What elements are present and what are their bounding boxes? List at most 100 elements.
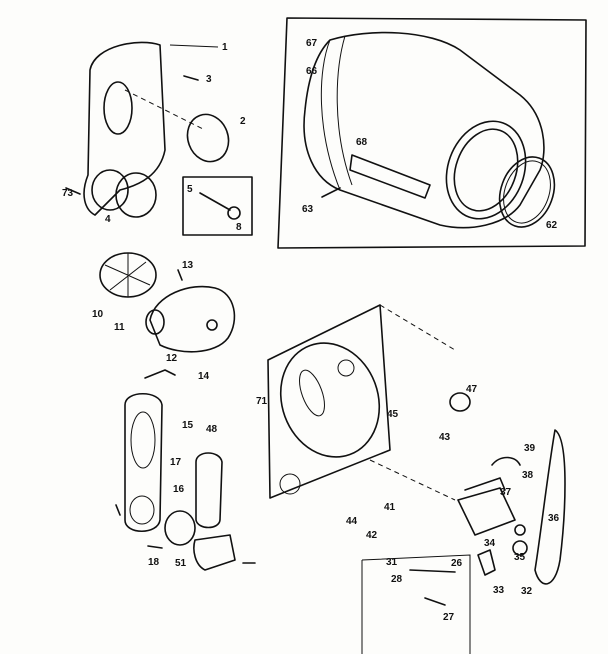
nut-icon	[227, 206, 241, 220]
idler-spring	[491, 456, 521, 466]
rear-panel-hole	[279, 473, 301, 495]
bearing-ring	[449, 392, 471, 412]
leader-line	[169, 44, 219, 48]
screw-icon	[321, 187, 341, 198]
screw-icon	[177, 269, 183, 281]
leader-line	[379, 304, 456, 351]
part-callout-8: 8	[236, 222, 242, 233]
part-callout-71: 71	[256, 396, 268, 407]
leader-line	[124, 89, 206, 131]
motor-shaft	[514, 524, 526, 536]
screw-icon	[147, 545, 163, 549]
part-callout-26: 26	[451, 558, 463, 569]
part-callout-1: 1	[222, 42, 228, 53]
part-callout-73: 73	[62, 188, 74, 199]
lint-duct-opening	[130, 411, 156, 469]
part-callout-33: 33	[493, 585, 505, 596]
lint-duct	[124, 393, 163, 533]
part-callout-3: 3	[206, 74, 212, 85]
part-callout-12: 12	[166, 353, 178, 364]
part-callout-47: 47	[466, 384, 478, 395]
part-callout-31: 31	[386, 557, 398, 568]
bulkhead-duct-opening	[91, 169, 129, 211]
front-bulkhead	[65, 41, 230, 218]
part-callout-68: 68	[356, 137, 368, 148]
blower-vanes	[104, 253, 151, 297]
bulkhead-lint-opening	[103, 81, 133, 135]
blower-housing	[149, 285, 236, 353]
hardware-box-frame	[361, 554, 471, 654]
part-callout-16: 16	[173, 484, 185, 495]
blower-outlet	[145, 309, 165, 335]
part-callout-62: 62	[546, 220, 558, 231]
thermal-fuse	[193, 534, 236, 571]
rear-panel-slot	[299, 369, 325, 417]
duct-gasket	[115, 172, 157, 218]
part-callout-5: 5	[187, 184, 193, 195]
felt-seal	[186, 113, 230, 163]
blower-hub	[206, 319, 218, 331]
rear-panel	[267, 304, 471, 501]
part-callout-45: 45	[387, 409, 399, 420]
screw-icon	[65, 187, 81, 195]
part-callout-32: 32	[521, 586, 533, 597]
drum-baffle	[349, 154, 431, 199]
part-callout-35: 35	[514, 552, 526, 563]
drum-rim-line	[336, 35, 353, 186]
part-callout-10: 10	[92, 309, 104, 320]
duct-clamp	[164, 510, 196, 546]
drum-body	[303, 31, 545, 229]
part-callout-51: 51	[175, 558, 187, 569]
part-callout-67: 67	[306, 38, 318, 49]
part-callout-39: 39	[524, 443, 536, 454]
idler-bracket	[477, 549, 496, 576]
part-callout-48: 48	[206, 424, 218, 435]
part-callout-14: 14	[198, 371, 210, 382]
lint-duct-assembly	[115, 369, 256, 571]
part-callout-37: 37	[500, 487, 512, 498]
rear-panel-sheet	[267, 304, 391, 499]
idler-pulley	[512, 540, 528, 556]
part-callout-38: 38	[522, 470, 534, 481]
part-callout-63: 63	[302, 204, 314, 215]
part-callout-28: 28	[391, 574, 403, 585]
clip-icon	[144, 369, 176, 379]
part-callout-27: 27	[443, 612, 455, 623]
lint-duct-outlet	[129, 495, 155, 525]
part-callout-36: 36	[548, 513, 560, 524]
drive-belt	[534, 429, 566, 585]
drum-seal-ring-inner	[503, 160, 551, 224]
bolt-icon	[409, 569, 456, 573]
screw-icon	[183, 75, 199, 81]
part-callout-13: 13	[182, 260, 194, 271]
blower-assembly	[99, 252, 236, 353]
lower-hardware	[361, 554, 471, 654]
bolt-icon	[424, 597, 446, 606]
motor-assembly	[457, 429, 566, 585]
lint-duct-cover	[195, 452, 223, 529]
leader-line	[369, 459, 456, 501]
part-callout-17: 17	[170, 457, 182, 468]
part-callout-34: 34	[484, 538, 496, 549]
rear-panel-hole	[337, 359, 355, 377]
drum-opening	[445, 120, 527, 220]
part-callout-43: 43	[439, 432, 451, 443]
part-callout-66: 66	[306, 66, 318, 77]
drum-box-frame	[277, 17, 587, 249]
drum-rim-line	[320, 39, 341, 191]
bolt-icon	[199, 192, 231, 211]
part-callout-41: 41	[384, 502, 396, 513]
part-callout-15: 15	[182, 420, 194, 431]
part-callout-18: 18	[148, 557, 160, 568]
rear-panel-drum-mount	[279, 342, 381, 458]
part-callout-44: 44	[346, 516, 358, 527]
part-callout-4: 4	[105, 214, 111, 225]
hardware-box-frame	[182, 176, 253, 236]
screw-icon	[115, 504, 121, 516]
part-callout-11: 11	[114, 322, 125, 333]
drum-seal-ring	[498, 156, 556, 228]
bulkhead-panel	[83, 41, 166, 216]
motor-body	[457, 487, 516, 536]
